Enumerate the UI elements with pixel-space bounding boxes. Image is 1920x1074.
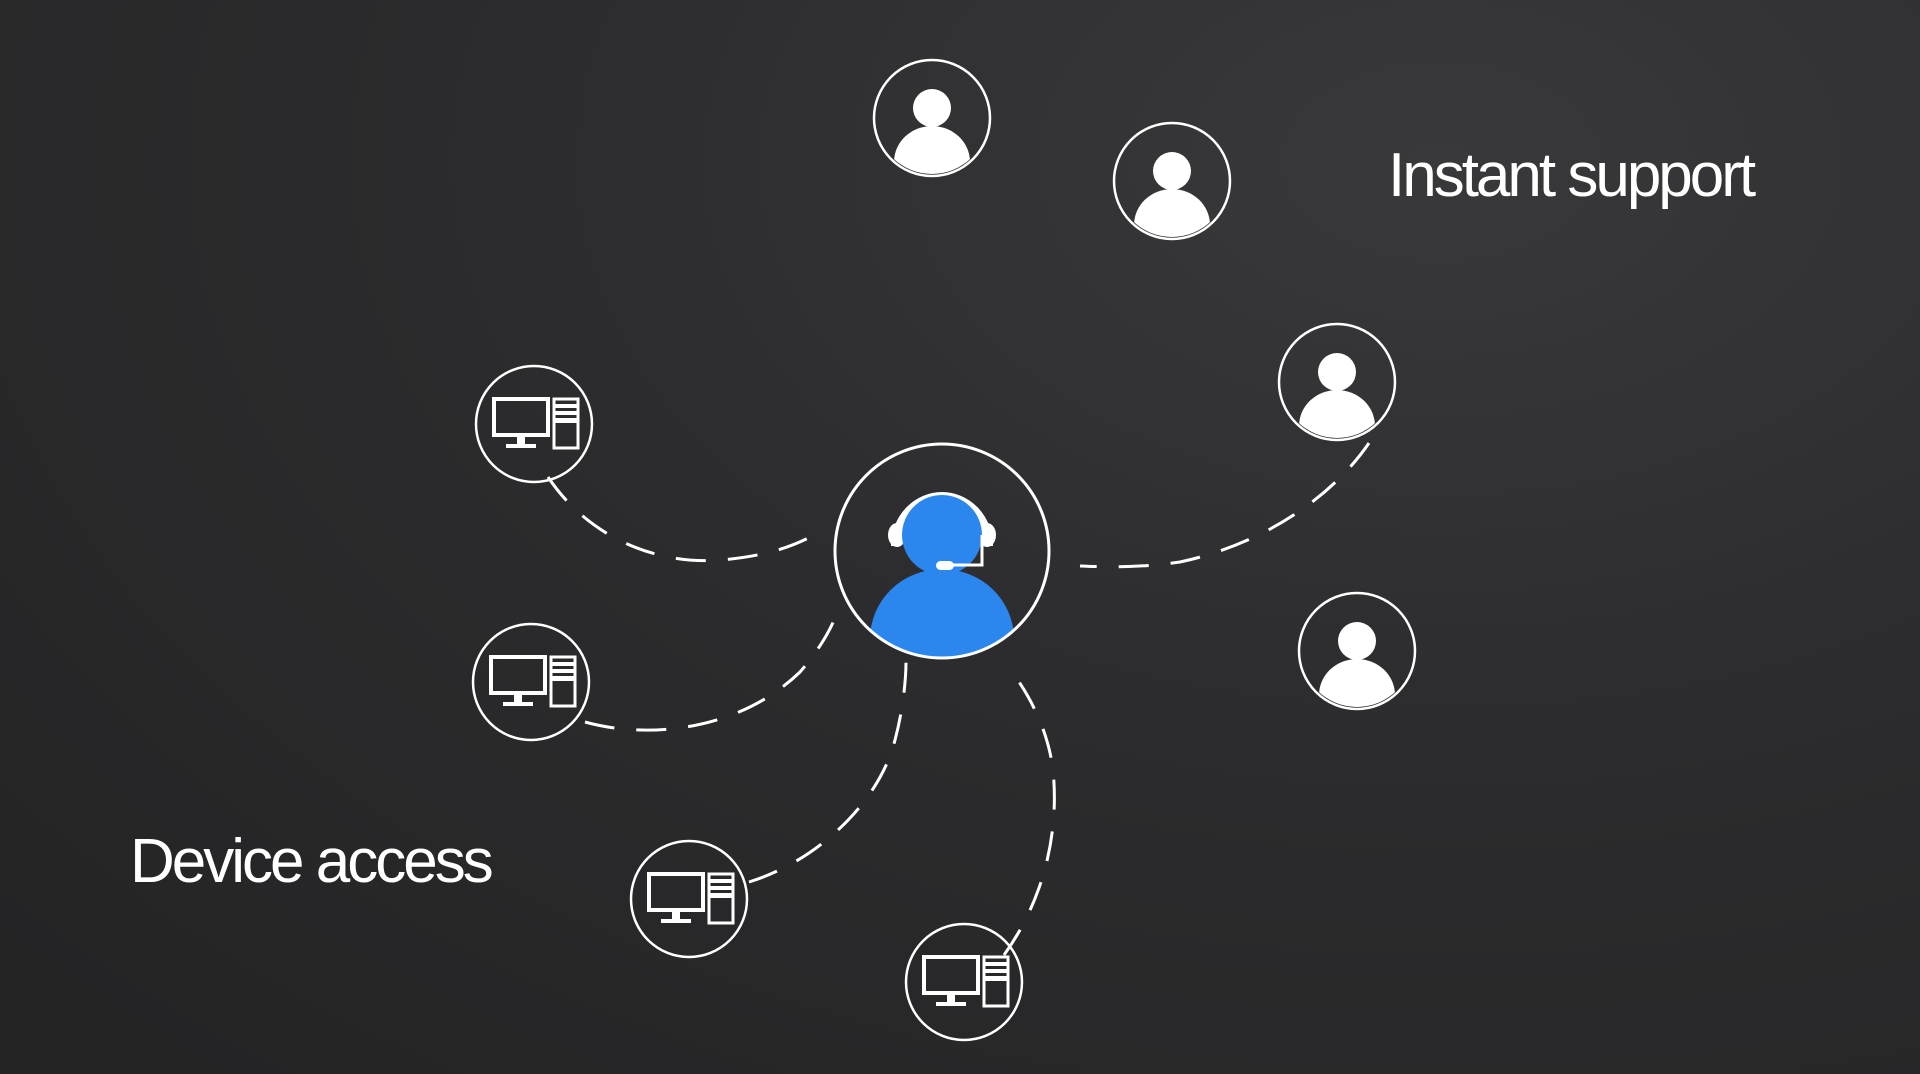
connection-line: [748, 660, 908, 884]
desktop-computer-icon: [904, 922, 1024, 1042]
desktop-computer-icon: [471, 622, 591, 742]
device-access-heading: Device access: [130, 827, 494, 896]
connection-line: [584, 617, 837, 732]
connection-line: [1079, 442, 1371, 569]
desktop-computer-icon: [474, 364, 594, 484]
instant-support-heading: Instant support: [1388, 141, 1756, 210]
user-icon: [1279, 324, 1395, 462]
support-agent-headset-icon: [833, 442, 1051, 660]
connection-line: [546, 476, 813, 563]
desktop-computer-icon: [629, 839, 749, 959]
user-icon: [1114, 123, 1230, 261]
connection-lines: [546, 442, 1371, 956]
user-icon: [874, 60, 990, 198]
user-icon: [1299, 593, 1415, 731]
connection-line: [1002, 664, 1056, 956]
